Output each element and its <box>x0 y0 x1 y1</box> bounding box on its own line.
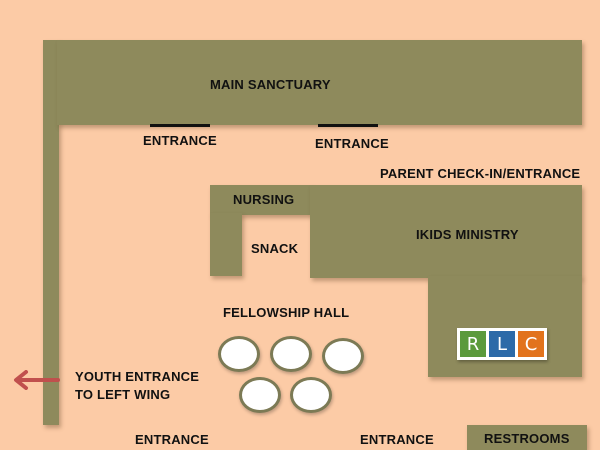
sanctuary-door-right <box>318 124 378 127</box>
parent-checkin-label: PARENT CHECK-IN/ENTRANCE <box>380 166 581 181</box>
nursing-block <box>210 185 312 215</box>
sanctuary-door-left <box>150 124 210 127</box>
bottom-center-entrance-label: ENTRANCE <box>360 432 434 447</box>
fellowship-hall-label: FELLOWSHIP HALL <box>223 305 350 320</box>
restrooms-block <box>467 425 587 450</box>
left-arrow-icon <box>14 370 60 390</box>
bottom-left-entrance-label: ENTRANCE <box>135 432 209 447</box>
left-corridor-wall <box>43 40 59 425</box>
snack-label: SNACK <box>251 241 299 256</box>
nursing-label: NURSING <box>233 192 295 207</box>
fellowship-table <box>218 336 260 372</box>
rlc-logo: R L C <box>457 328 547 360</box>
fellowship-table <box>290 377 332 413</box>
rlc-logo-letter-r: R <box>460 331 486 357</box>
ikids-ministry-block <box>310 185 582 278</box>
sanctuary-entrance-left-label: ENTRANCE <box>143 133 217 148</box>
fellowship-table <box>322 338 364 374</box>
ikids-ministry-label: IKIDS MINISTRY <box>416 227 519 242</box>
fellowship-table <box>239 377 281 413</box>
main-sanctuary-block <box>57 40 582 125</box>
sanctuary-entrance-right-label: ENTRANCE <box>315 136 389 151</box>
rlc-logo-letter-l: L <box>489 331 515 357</box>
rlc-logo-letter-c: C <box>518 331 544 357</box>
restrooms-label: RESTROOMS <box>484 431 570 446</box>
right-wing-block <box>428 276 582 377</box>
snack-wall <box>210 213 242 276</box>
fellowship-table <box>270 336 312 372</box>
youth-left-wing-label: TO LEFT WING <box>75 387 171 402</box>
main-sanctuary-label: MAIN SANCTUARY <box>210 77 331 92</box>
youth-entrance-label: YOUTH ENTRANCE <box>75 369 200 384</box>
